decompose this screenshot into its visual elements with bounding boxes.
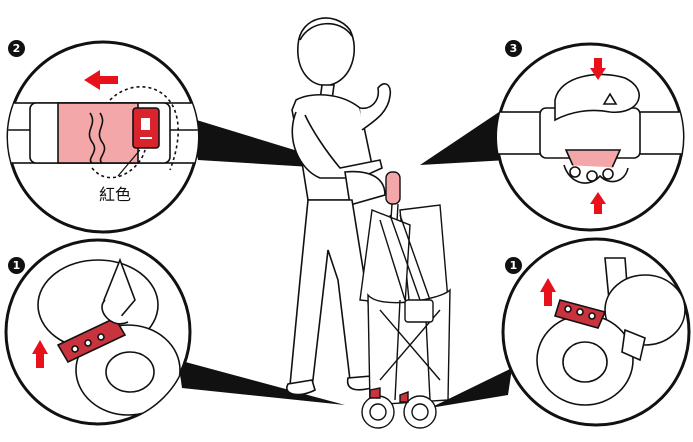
step-number-icon: 1 — [505, 257, 522, 274]
fold-grip-detail — [490, 44, 690, 230]
step-number-icon: 3 — [505, 40, 522, 57]
step-number-icon: 2 — [8, 40, 25, 57]
red-band-highlight — [58, 103, 138, 163]
red-color-label: 紅色 — [99, 186, 131, 204]
left-wheel-lever-detail — [6, 240, 190, 424]
folded-stroller — [360, 172, 450, 428]
right-wheel-lever-detail — [503, 239, 689, 425]
step-number-icon: 1 — [8, 257, 25, 274]
